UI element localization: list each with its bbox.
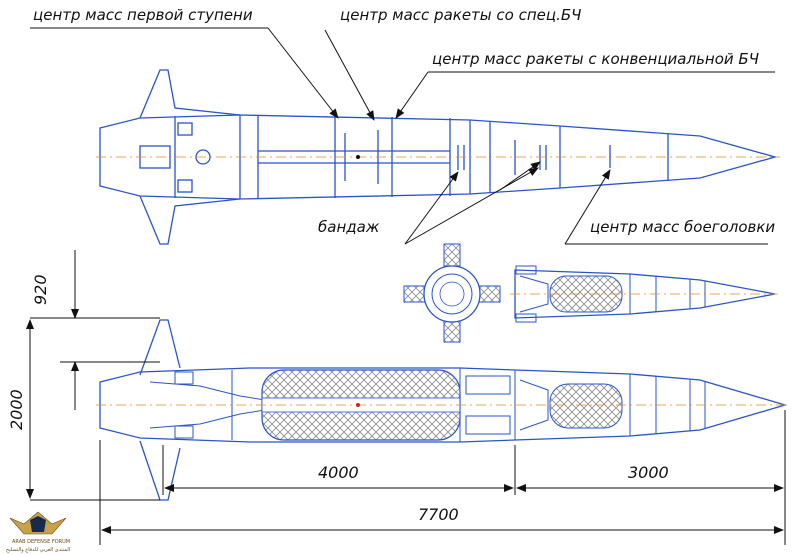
dim-body-span: 2000 [7, 389, 26, 430]
warhead-detail-view [510, 265, 778, 323]
dimension-lines [26, 250, 786, 545]
dim-first-stage-length: 4000 [318, 463, 359, 482]
dim-fin-height: 920 [31, 274, 50, 305]
leader-warhead-aux [499, 161, 541, 191]
leader-warhead-cm-diag [564, 169, 611, 245]
label-bandage: бандаж [318, 218, 380, 236]
forum-logo: ARAB DEFENSE FORUM المنتدى العربي للدفاع… [6, 511, 70, 553]
label-conventional-warhead-cm: центр масс ракеты с конвенциальной БЧ [432, 50, 759, 68]
logo-line-2: المنتدى العربي للدفاع والتسليح [6, 547, 70, 553]
leader-bandage-2 [404, 167, 539, 245]
eagle-emblem-icon [9, 511, 67, 535]
top-center-of-mass-dot [356, 155, 360, 159]
leader-first-stage-diag [267, 27, 339, 119]
bottom-missile-section-view [96, 319, 790, 501]
dim-warhead-length: 3000 [628, 463, 669, 482]
dim-total-length: 7700 [418, 505, 459, 524]
leader-bandage-1 [404, 171, 459, 245]
label-special-warhead-cm: центр масс ракеты со спец.БЧ [340, 6, 581, 24]
leader-conventional-diag [395, 71, 429, 119]
leader-special-warhead [324, 29, 375, 121]
cross-section-end-view [403, 243, 501, 343]
logo-line-1: ARAB DEFENSE FORUM [12, 539, 70, 545]
label-warhead-cm: центр масс боеголовки [590, 218, 775, 236]
label-first-stage-cm: центр масс первой ступени [33, 6, 253, 24]
